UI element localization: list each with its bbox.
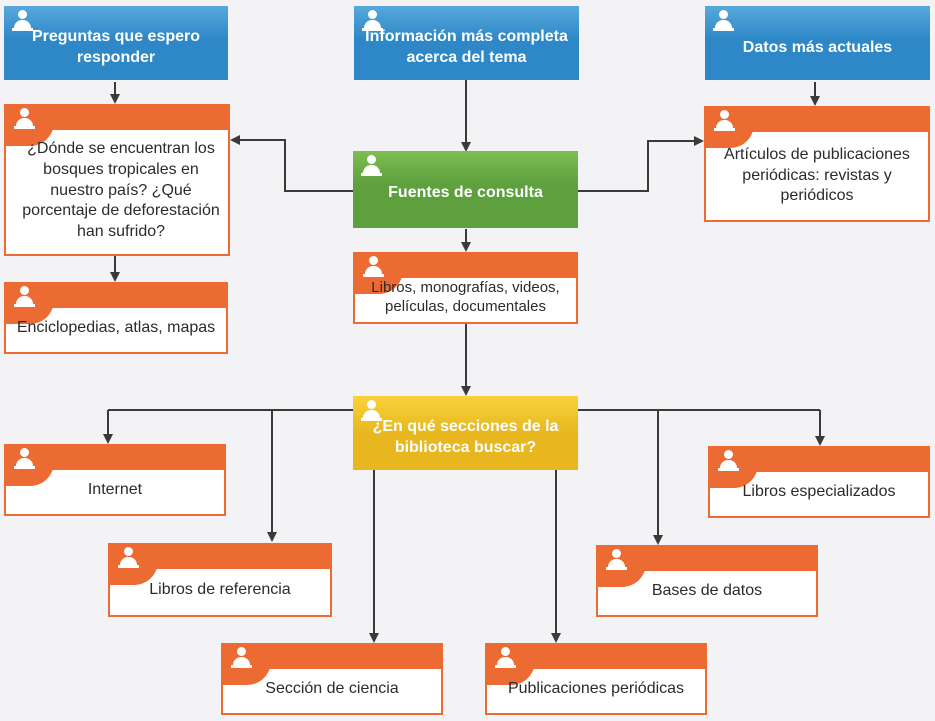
node-especializados: Libros especializados xyxy=(708,446,930,518)
person-icon xyxy=(606,549,627,570)
person-icon xyxy=(118,547,139,568)
node-publicaciones: Publicaciones periódicas xyxy=(485,643,707,715)
node-libros-mono-label: Libros, monografías, videos, películas, … xyxy=(371,278,560,316)
person-icon xyxy=(713,10,734,31)
person-icon xyxy=(495,647,516,668)
node-bases: Bases de datos xyxy=(596,545,818,617)
node-preguntas: Preguntas que espero responder xyxy=(4,6,228,80)
node-preguntas-label: Preguntas que espero responder xyxy=(31,28,201,66)
node-donde: ¿Dónde se encuentran los bosques tropica… xyxy=(4,104,230,256)
node-datos: Datos más actuales xyxy=(705,6,930,80)
node-informacion: Información más completa acerca del tema xyxy=(354,6,579,80)
person-icon xyxy=(714,110,735,131)
node-secciones: ¿En qué secciones de la biblioteca busca… xyxy=(353,396,578,470)
node-datos-label: Datos más actuales xyxy=(742,38,893,56)
node-ciencia: Sección de ciencia xyxy=(221,643,443,715)
node-articulos: Artículos de publicaciones periódicas: r… xyxy=(704,106,930,222)
node-internet-label: Internet xyxy=(87,480,143,498)
node-internet: Internet xyxy=(4,444,226,516)
node-publicaciones-label: Publicaciones periódicas xyxy=(507,679,685,697)
person-icon xyxy=(362,10,383,31)
node-enciclopedias: Enciclopedias, atlas, mapas xyxy=(4,282,228,354)
person-icon xyxy=(361,155,382,176)
node-libros-mono: Libros, monografías, videos, películas, … xyxy=(353,252,578,324)
arrow-fuentes-to-articulos xyxy=(578,136,704,192)
node-secciones-label: ¿En qué secciones de la biblioteca busca… xyxy=(372,418,559,456)
person-icon xyxy=(231,647,252,668)
node-fuentes: Fuentes de consulta xyxy=(353,151,578,228)
node-especializados-label: Libros especializados xyxy=(742,482,896,500)
node-fuentes-label: Fuentes de consulta xyxy=(388,184,543,202)
arrow-fuentes-to-donde xyxy=(230,135,353,192)
person-icon xyxy=(14,448,35,469)
person-icon xyxy=(14,108,35,129)
person-icon xyxy=(12,10,33,31)
person-icon xyxy=(363,256,384,277)
node-donde-label: ¿Dónde se encuentran los bosques tropica… xyxy=(22,140,220,241)
node-referencia: Libros de referencia xyxy=(108,543,332,617)
node-referencia-label: Libros de referencia xyxy=(149,580,291,598)
person-icon xyxy=(14,286,35,307)
person-icon xyxy=(718,450,739,471)
node-informacion-label: Información más completa acerca del tema xyxy=(365,28,568,66)
node-ciencia-label: Sección de ciencia xyxy=(265,679,399,697)
person-icon xyxy=(361,400,382,421)
node-bases-label: Bases de datos xyxy=(651,581,763,599)
node-enciclopedias-label: Enciclopedias, atlas, mapas xyxy=(16,318,216,336)
node-articulos-label: Artículos de publicaciones periódicas: r… xyxy=(724,145,910,205)
